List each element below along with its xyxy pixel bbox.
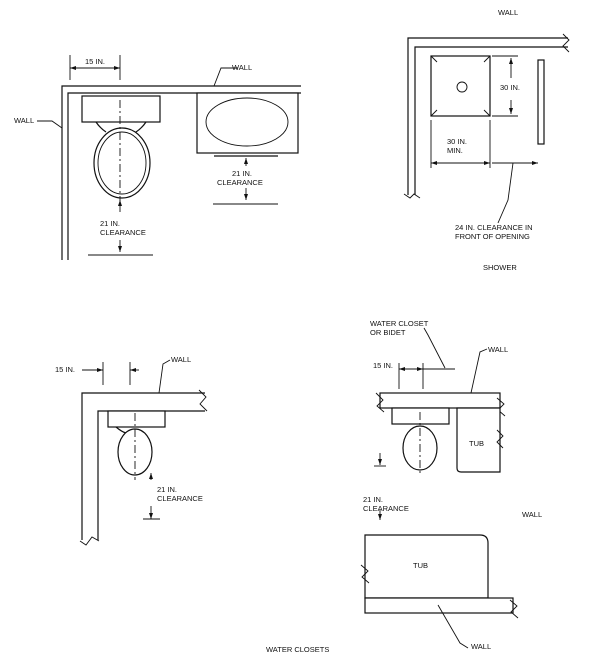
tl-15in-label: 15 IN. [85,57,106,66]
wc-lavatory-plan [37,55,301,260]
br-wall-right-label: WALL [522,510,543,519]
shower-plan [403,33,570,224]
br-wall-top-label: WALL [488,345,509,354]
br-tub-lower-label: TUB [413,561,428,570]
tl-21in-lav-label: 21 IN. [232,169,253,178]
wall-outer-line [61,85,301,260]
sh-front-opening-label: FRONT OF OPENING [455,232,530,241]
br-clearance-label: CLEARANCE [363,504,409,513]
lower-tub [364,534,489,599]
sh-30in-side-label: 30 IN. [500,83,521,92]
top-wall [379,392,501,409]
tub-toilet-tank [391,407,450,425]
bl-clearance-label: CLEARANCE [157,494,203,503]
br-wall-bottom-label: WALL [471,642,492,651]
sh-min-label: MIN. [447,146,463,155]
tl-clearance-lav-label: CLEARANCE [217,178,263,187]
tl-wall-top-label: WALL [232,63,253,72]
shower-wall-inner [414,46,568,195]
br-tub-upper-label: TUB [469,439,484,448]
br-15in-label: 15 IN. [373,361,394,370]
br-water-closet-label: WATER CLOSET [370,319,429,328]
toilet-bowl [93,127,151,199]
br-21in-label: 21 IN. [363,495,384,504]
tl-clearance-wc-label: CLEARANCE [100,228,146,237]
bl-wall-label: WALL [171,355,192,364]
br-or-bidet-label: OR BIDET [370,328,406,337]
lavatory-counter [196,92,299,154]
sh-wall-label: WALL [498,8,519,17]
sh-30in-min-label: 30 IN. [447,137,468,146]
upper-tub [456,407,501,473]
shower-drain [456,81,468,93]
lavatory-basin [205,97,289,147]
sh-24in-clearance-label: 24 IN. CLEARANCE IN [455,223,533,232]
bottom-wall [364,597,514,614]
tl-21in-wc-label: 21 IN. [100,219,121,228]
corner-wall-inner [97,410,205,540]
wc-corner-plan [79,359,208,546]
bl-21in-label: 21 IN. [157,485,178,494]
bl-15in-label: 15 IN. [55,365,76,374]
tl-wall-left-label: WALL [14,116,35,125]
shower-title: SHOWER [483,263,517,272]
corner-toilet-tank [107,410,166,428]
shower-partition [537,59,545,145]
toilet-tank [81,95,161,123]
wc-tub-plan [360,327,519,649]
shower-wall-outer [407,37,568,195]
water-closets-caption: WATER CLOSETS [266,645,330,654]
shower-base [430,55,491,117]
corner-wall-outer [81,392,205,540]
